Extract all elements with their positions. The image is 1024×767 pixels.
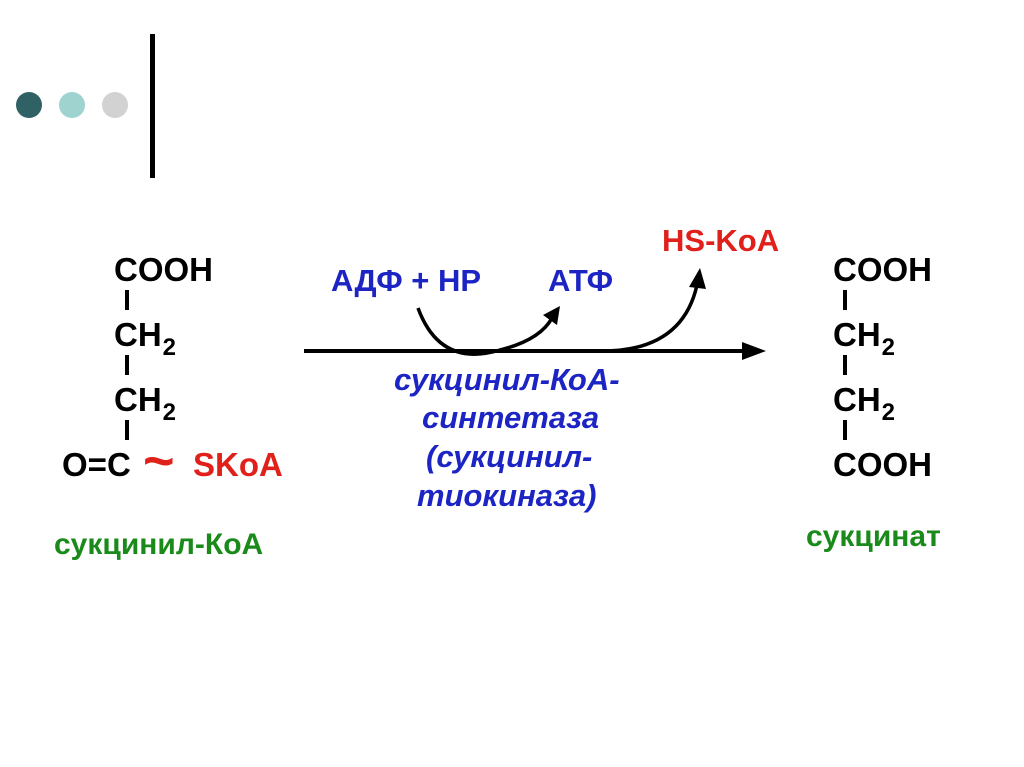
hskoa-release-curve: [599, 284, 699, 353]
hskoa-label: HS-KoA: [662, 223, 780, 258]
right-ch2-2: CH2: [833, 381, 896, 426]
hskoa-arrow-head: [689, 268, 706, 289]
left-ch2-1: CH2: [114, 316, 177, 361]
right-cooh-top: COOH: [833, 251, 932, 288]
decor-dot-teal: [59, 92, 85, 118]
main-arrow-head: [742, 342, 766, 360]
left-bond-1: [125, 290, 129, 310]
adp-to-atp-curve: [416, 307, 554, 356]
succinyl-coa-label: сукцинил-КоА: [54, 528, 264, 561]
succinate-label: сукцинат: [806, 520, 941, 553]
adp-pi-label: АДФ + НР: [331, 263, 482, 298]
atp-label: АТФ: [548, 263, 614, 298]
right-bond-2: [843, 355, 847, 375]
decor-dot-dark: [16, 92, 42, 118]
enzyme-name-line3: (сукцинил-: [426, 439, 593, 474]
decor-vertical-bar: [150, 34, 155, 178]
left-ch2-2: CH2: [114, 381, 177, 426]
left-oc: O=C: [62, 446, 131, 483]
left-cooh: COOH: [114, 251, 213, 288]
enzyme-name-line1: сукцинил-КоА-: [394, 362, 620, 397]
atp-arrow-head: [543, 306, 560, 325]
left-bond-2: [125, 355, 129, 375]
left-skoa: SKoA: [193, 446, 283, 483]
thioester-tilde: ~: [143, 431, 175, 491]
right-bond-1: [843, 290, 847, 310]
enzyme-name-line2: синтетаза: [422, 400, 600, 435]
right-bond-3: [843, 420, 847, 440]
decor-dot-gray: [102, 92, 128, 118]
right-cooh-bottom: COOH: [833, 446, 932, 483]
left-bond-3: [125, 420, 129, 440]
enzyme-name-line4: тиокиназа): [417, 478, 597, 513]
right-ch2-1: CH2: [833, 316, 896, 361]
